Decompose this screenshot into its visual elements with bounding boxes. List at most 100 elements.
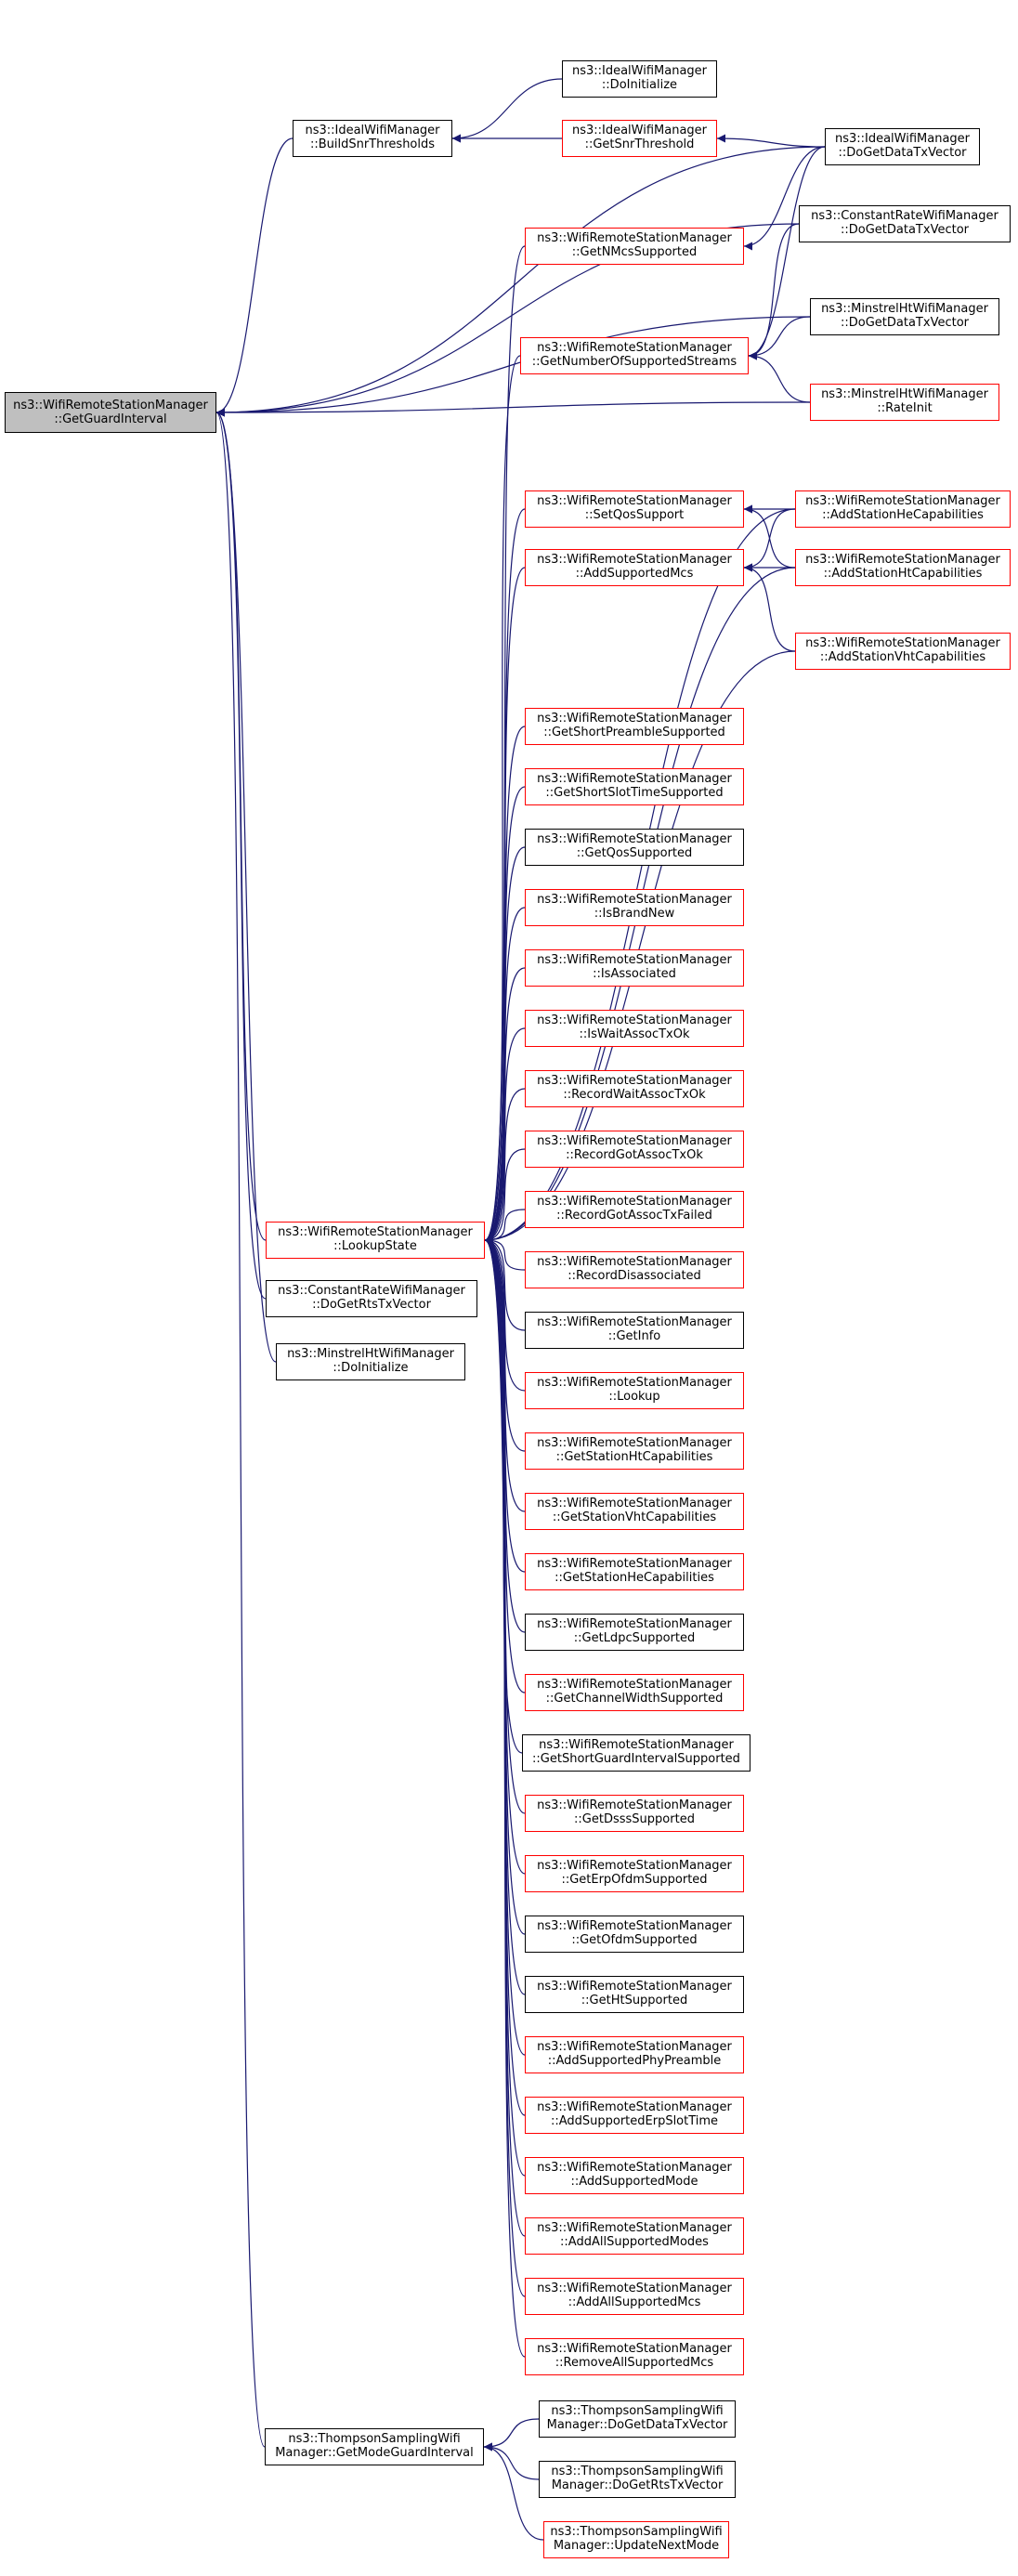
edge-iswaitassoc-to-lookupstate — [484, 1027, 526, 1245]
node-ideal-dogetdata[interactable]: ns3::IdealWifiManager::DoGetDataTxVector — [825, 128, 980, 165]
node-setqos[interactable]: ns3::WifiRemoteStationManager::SetQosSup… — [525, 490, 744, 528]
node-getinfo[interactable]: ns3::WifiRemoteStationManager::GetInfo — [525, 1312, 744, 1349]
node-label-line: ns3::WifiRemoteStationManager — [537, 1255, 732, 1269]
node-label-line: ::RecordGotAssocTxFailed — [556, 1209, 712, 1223]
node-getstaht[interactable]: ns3::WifiRemoteStationManager::GetStatio… — [525, 1432, 744, 1470]
node-label-line: ::RemoveAllSupportedMcs — [555, 2356, 714, 2370]
edge-addhe-to-addmcs — [743, 508, 796, 572]
node-label-line: ns3::WifiRemoteStationManager — [537, 2221, 732, 2235]
node-label-line: ::AddStationHtCapabilities — [823, 567, 983, 581]
node-label-line: ::AddStationVhtCapabilities — [819, 650, 986, 664]
node-label-line: ns3::WifiRemoteStationManager — [537, 1195, 732, 1209]
node-shortpreamble[interactable]: ns3::WifiRemoteStationManager::GetShortP… — [525, 708, 744, 745]
node-label-line: ::GetGuardInterval — [54, 412, 167, 426]
node-addphypreamble[interactable]: ns3::WifiRemoteStationManager::AddSuppor… — [525, 2036, 744, 2073]
node-getdsss[interactable]: ns3::WifiRemoteStationManager::GetDsssSu… — [525, 1795, 744, 1832]
node-label-line: ns3::WifiRemoteStationManager — [537, 1557, 732, 1571]
node-label-line: ns3::WifiRemoteStationManager — [537, 832, 732, 846]
node-label-line: ::AddSupportedMcs — [575, 567, 694, 581]
edge-minstrel-rateinit-to-getnumstreams — [748, 351, 811, 403]
node-getstahe[interactable]: ns3::WifiRemoteStationManager::GetStatio… — [525, 1553, 744, 1590]
node-label-line: ns3::WifiRemoteStationManager — [537, 1859, 732, 1873]
node-isassociated[interactable]: ns3::WifiRemoteStationManager::IsAssocia… — [525, 949, 744, 987]
node-recordgot[interactable]: ns3::WifiRemoteStationManager::RecordGot… — [525, 1131, 744, 1168]
node-crw-dogetdata[interactable]: ns3::ConstantRateWifiManager::DoGetDataT… — [799, 205, 1011, 242]
node-label-line: ::IsBrandNew — [594, 907, 675, 921]
node-recordgotfailed[interactable]: ns3::WifiRemoteStationManager::RecordGot… — [525, 1191, 744, 1228]
node-label-line: ns3::IdealWifiManager — [305, 124, 440, 137]
node-getofdm[interactable]: ns3::WifiRemoteStationManager::GetOfdmSu… — [525, 1916, 744, 1953]
edge-ts-dogetrts-to-ts-getmodegi — [483, 2442, 540, 2480]
node-label-line: ::GetStationHtCapabilities — [555, 1450, 713, 1464]
node-label-line: ns3::WifiRemoteStationManager — [537, 2040, 732, 2054]
node-label-line: ns3::WifiRemoteStationManager — [537, 1919, 732, 1933]
node-label-line: ns3::ThompsonSamplingWifi — [550, 2525, 723, 2539]
node-lookup[interactable]: ns3::WifiRemoteStationManager::Lookup — [525, 1372, 744, 1409]
node-isbrandnew[interactable]: ns3::WifiRemoteStationManager::IsBrandNe… — [525, 889, 744, 926]
node-label-line: ::GetShortGuardIntervalSupported — [532, 1752, 740, 1766]
node-addvht[interactable]: ns3::WifiRemoteStationManager::AddStatio… — [795, 633, 1011, 670]
edge-ideal-doinit-to-build-snr — [451, 78, 563, 143]
node-getstavht[interactable]: ns3::WifiRemoteStationManager::GetStatio… — [525, 1493, 744, 1530]
node-addallmodes[interactable]: ns3::WifiRemoteStationManager::AddAllSup… — [525, 2217, 744, 2255]
node-minstrel-rateinit[interactable]: ns3::MinstrelHtWifiManager::RateInit — [810, 384, 999, 421]
node-build-snr[interactable]: ns3::IdealWifiManager::BuildSnrThreshold… — [293, 120, 452, 157]
node-label-line: ::SetQosSupport — [584, 508, 685, 522]
node-addhe[interactable]: ns3::WifiRemoteStationManager::AddStatio… — [795, 490, 1011, 528]
node-label-line: ::GetHtSupported — [581, 1994, 688, 2007]
node-label-line: ::AddSupportedPhyPreamble — [547, 2054, 722, 2068]
node-getht[interactable]: ns3::WifiRemoteStationManager::GetHtSupp… — [525, 1976, 744, 2013]
node-shortslot[interactable]: ns3::WifiRemoteStationManager::GetShortS… — [525, 768, 744, 805]
node-getqos[interactable]: ns3::WifiRemoteStationManager::GetQosSup… — [525, 829, 744, 866]
node-getchwidth[interactable]: ns3::WifiRemoteStationManager::GetChanne… — [525, 1674, 744, 1711]
node-removeallmcs[interactable]: ns3::WifiRemoteStationManager::RemoveAll… — [525, 2338, 744, 2375]
node-label-line: ns3::WifiRemoteStationManager — [537, 1074, 732, 1088]
node-label-line: ns3::WifiRemoteStationManager — [805, 553, 1000, 567]
node-label-line: ::LookupState — [333, 1239, 417, 1253]
node-recorddisassoc[interactable]: ns3::WifiRemoteStationManager::RecordDis… — [525, 1251, 744, 1288]
node-crw-dogetrts[interactable]: ns3::ConstantRateWifiManager::DoGetRtsTx… — [266, 1280, 477, 1317]
edge-ideal-dogetdata-to-getnumstreams — [748, 146, 826, 360]
node-label-line: ::AddAllSupportedModes — [560, 2235, 709, 2249]
node-label-line: ns3::WifiRemoteStationManager — [537, 1497, 732, 1510]
node-label-line: ::RecordGotAssocTxOk — [566, 1148, 703, 1162]
node-minstrel-doinit[interactable]: ns3::MinstrelHtWifiManager::DoInitialize — [276, 1343, 465, 1380]
node-label-line: ns3::ThompsonSamplingWifi — [288, 2432, 461, 2446]
node-getldpc[interactable]: ns3::WifiRemoteStationManager::GetLdpcSu… — [525, 1614, 744, 1651]
node-label-line: ns3::IdealWifiManager — [571, 124, 708, 137]
node-label-line: ns3::WifiRemoteStationManager — [537, 2342, 732, 2356]
node-getshortgi[interactable]: ns3::WifiRemoteStationManager::GetShortG… — [522, 1734, 750, 1772]
node-minstrel-dogetdata[interactable]: ns3::MinstrelHtWifiManager::DoGetDataTxV… — [810, 298, 999, 335]
node-label-line: ns3::WifiRemoteStationManager — [537, 1980, 732, 1994]
edge-isassociated-to-lookupstate — [484, 967, 526, 1245]
node-label-line: ::AddSupportedMode — [570, 2175, 698, 2189]
edge-build-snr-to-root — [215, 137, 294, 417]
node-lookupstate[interactable]: ns3::WifiRemoteStationManager::LookupSta… — [266, 1222, 485, 1259]
edge-lookup-to-lookupstate — [484, 1236, 526, 1392]
node-recordwait[interactable]: ns3::WifiRemoteStationManager::RecordWai… — [525, 1070, 744, 1107]
node-label-line: ::GetOfdmSupported — [571, 1933, 698, 1947]
node-label-line: ns3::WifiRemoteStationManager — [537, 1798, 732, 1812]
node-label-line: ::DoInitialize — [601, 78, 678, 92]
node-addht[interactable]: ns3::WifiRemoteStationManager::AddStatio… — [795, 549, 1011, 586]
node-addallmcs[interactable]: ns3::WifiRemoteStationManager::AddAllSup… — [525, 2278, 744, 2315]
node-label-line: ns3::WifiRemoteStationManager — [537, 231, 732, 245]
node-ideal-doinit[interactable]: ns3::IdealWifiManager::DoInitialize — [562, 60, 717, 98]
node-label-line: ns3::ThompsonSamplingWifi — [551, 2404, 724, 2418]
node-ideal-getsnr[interactable]: ns3::IdealWifiManager::GetSnrThreshold — [562, 120, 717, 157]
node-addmcs[interactable]: ns3::WifiRemoteStationManager::AddSuppor… — [525, 549, 744, 586]
node-label-line: ns3::WifiRemoteStationManager — [537, 1013, 732, 1027]
node-getnmcs[interactable]: ns3::WifiRemoteStationManager::GetNMcsSu… — [525, 228, 744, 265]
node-label-line: ns3::MinstrelHtWifiManager — [287, 1347, 454, 1361]
node-adderpslot[interactable]: ns3::WifiRemoteStationManager::AddSuppor… — [525, 2097, 744, 2134]
node-getnumstreams[interactable]: ns3::WifiRemoteStationManager::GetNumber… — [520, 337, 749, 374]
node-label-line: ns3::WifiRemoteStationManager — [537, 953, 732, 967]
node-addmode[interactable]: ns3::WifiRemoteStationManager::AddSuppor… — [525, 2157, 744, 2194]
edge-ideal-dogetdata-to-ideal-getsnr — [716, 134, 826, 148]
node-iswaitassoc[interactable]: ns3::WifiRemoteStationManager::IsWaitAss… — [525, 1010, 744, 1047]
node-geterpofdm[interactable]: ns3::WifiRemoteStationManager::GetErpOfd… — [525, 1855, 744, 1892]
